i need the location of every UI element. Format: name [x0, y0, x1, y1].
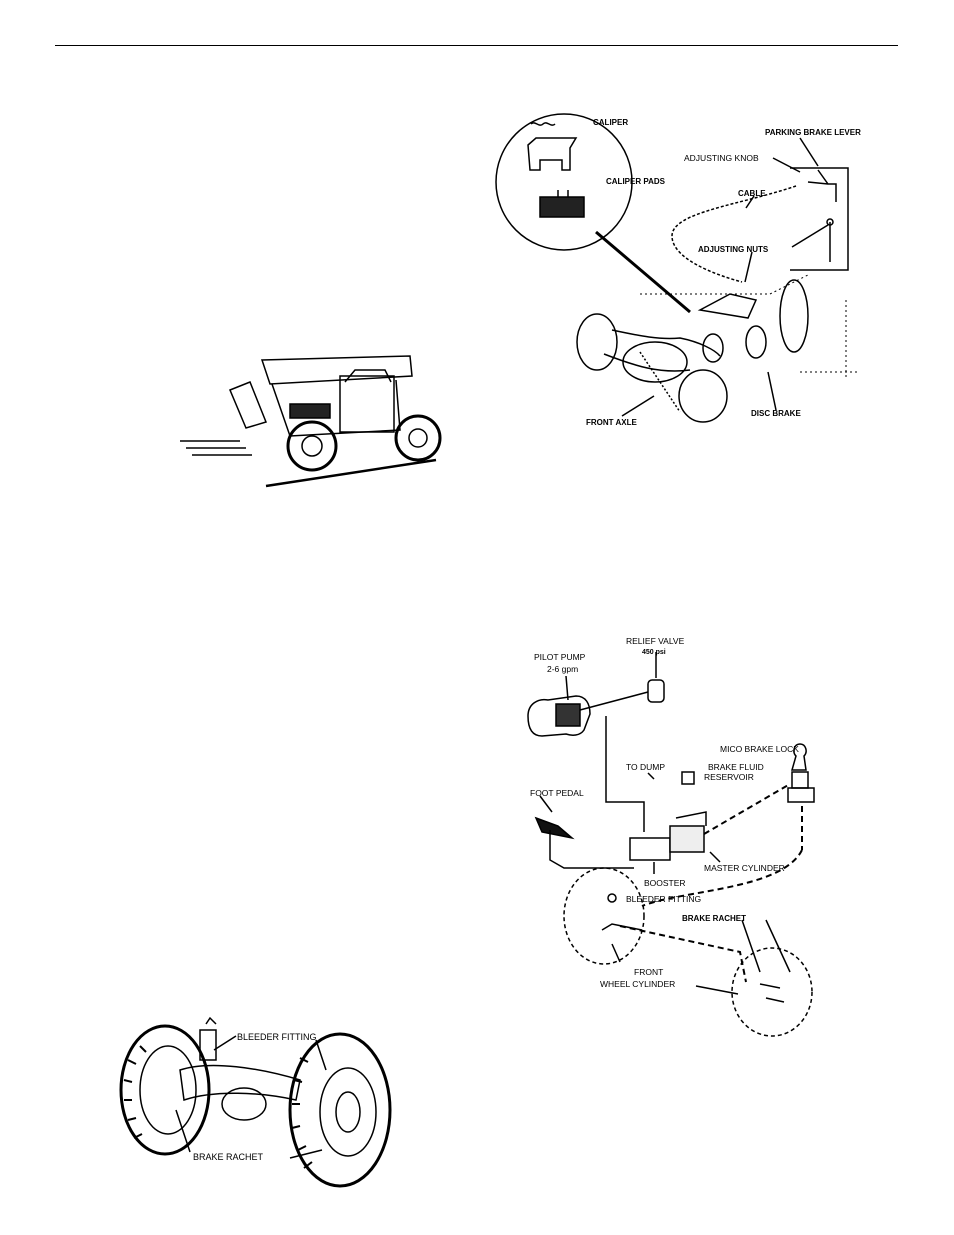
cable-line: [672, 186, 796, 282]
caliper-label: CALIPER: [593, 118, 628, 127]
adjusting-nuts-label: ADJUSTING NUTS: [698, 245, 769, 254]
foot-pedal-drawing: [536, 818, 572, 838]
detail-arrow: [596, 232, 690, 312]
caliper-spring: [531, 123, 555, 125]
booster-label: BOOSTER: [644, 878, 686, 888]
parking-brake-lever-label: PARKING BRAKE LEVER: [765, 128, 861, 137]
cable-label: CABLE: [738, 189, 766, 198]
disc-brake-rotor: [746, 326, 766, 358]
booster-drawing: [630, 838, 670, 860]
adjusting-knob-label: ADJUSTING KNOB: [684, 153, 759, 163]
axle-wheel-right: [679, 370, 727, 422]
disc-brake-label: DISC BRAKE: [751, 409, 801, 418]
mico-brake-lock-label: MICO BRAKE LOCK: [720, 744, 799, 754]
rear-wheel-outline: [732, 948, 812, 1036]
right-tire: [290, 1034, 390, 1186]
pilot-pump-label: PILOT PUMP: [534, 652, 586, 662]
disc-brake-figure: [496, 114, 860, 422]
relief-valve-label: RELIEF VALVE: [626, 636, 685, 646]
forklift-front-wheel: [288, 422, 336, 470]
brake-rachet-label: BRAKE RACHET: [682, 914, 746, 923]
master-cylinder-drawing: [670, 826, 704, 852]
bleeder-fitting-label: BLEEDER FITTING: [626, 894, 701, 904]
relief-valve-drawing: [648, 680, 664, 702]
pilot-pump-flow: 2-6 gpm: [547, 664, 578, 674]
reservoir-drawing: [682, 772, 694, 784]
disc-brake-disc: [780, 280, 808, 352]
telehandler-forklift-drawing: [180, 356, 440, 486]
caliper-pads-label: CALIPER PADS: [606, 177, 666, 186]
master-cylinder-label: MASTER CYLINDER: [704, 863, 785, 873]
front-axle-label: FRONT AXLE: [586, 418, 637, 427]
axle-wheel-left: [577, 314, 617, 370]
reservoir-label: RESERVOIR: [704, 772, 754, 782]
caliper-pads-drawing: [540, 197, 584, 217]
axle-brake-rachet-label: BRAKE RACHET: [193, 1152, 264, 1162]
foot-pedal-label: FOOT PEDAL: [530, 788, 584, 798]
wheel-cylinder-label: WHEEL CYLINDER: [600, 979, 675, 989]
forklift-rear-wheel: [396, 416, 440, 460]
to-dump-label: TO DUMP: [626, 762, 665, 772]
axle-housing: [180, 1065, 300, 1100]
front-label: FRONT: [634, 967, 663, 977]
front-wheel-outline: [564, 868, 644, 964]
caliper-drawing: [528, 138, 576, 170]
axle-bleeder-fitting-label: BLEEDER FITTING: [237, 1032, 317, 1042]
brake-fluid-label: BRAKE FLUID: [708, 762, 764, 772]
relief-valve-pressure: 450 psi: [642, 649, 666, 656]
